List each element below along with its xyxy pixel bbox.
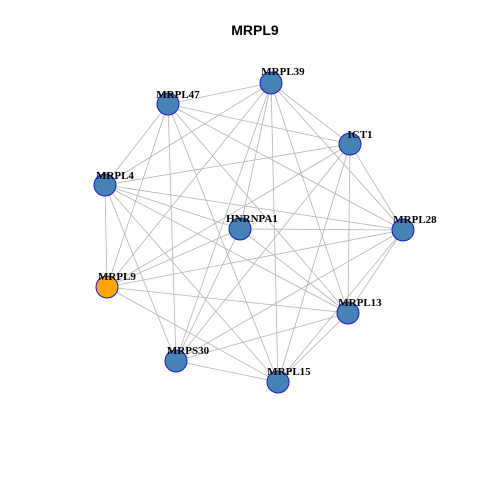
edge-mrpl39-mrpl15 (270, 82, 279, 383)
node-label: ICT1 (347, 129, 372, 141)
node-label: MRPL39 (261, 66, 305, 78)
edge-ict1-mrpl13 (347, 143, 351, 314)
node-label: HNRNPA1 (226, 213, 278, 225)
edge-mrpl28-mrpl13 (347, 229, 404, 314)
edge-ict1-mrpl15 (277, 143, 351, 383)
edge-hnrnpa1-mrps30 (175, 228, 241, 362)
edge-mrpl28-mrps30 (175, 229, 404, 362)
node-circle[interactable] (228, 217, 252, 241)
node-hnrnpa1[interactable]: HNRNPA1 (226, 213, 278, 241)
node-label: MRPL47 (156, 89, 200, 101)
edge-mrpl39-ict1 (270, 82, 351, 145)
node-ict1[interactable]: ICT1 (338, 129, 373, 156)
edge-mrpl4-mrpl9 (104, 184, 108, 288)
edge-mrpl47-mrpl28 (167, 103, 404, 231)
edge-mrpl39-mrpl47 (167, 82, 272, 105)
edge-hnrnpa1-mrpl13 (239, 228, 349, 314)
edge-ict1-mrpl9 (106, 143, 351, 288)
node-label: MRPL15 (267, 366, 311, 378)
edge-mrpl47-mrpl4 (104, 103, 169, 186)
node-label: MRPL28 (393, 214, 437, 226)
node-circle[interactable] (95, 275, 119, 299)
edge-mrpl9-mrpl13 (106, 286, 349, 314)
node-circle[interactable] (391, 218, 415, 242)
edge-mrpl4-mrps30 (104, 184, 177, 362)
edge-ict1-mrpl4 (104, 143, 351, 186)
edge-ict1-mrpl28 (349, 143, 404, 231)
edge-hnrnpa1-mrpl28 (239, 228, 404, 231)
edge-mrpl39-mrpl28 (270, 82, 404, 231)
edge-mrpl4-hnrnpa1 (104, 184, 241, 230)
node-circle[interactable] (266, 370, 290, 394)
edge-mrpl13-mrpl15 (277, 312, 349, 383)
edge-ict1-mrps30 (175, 143, 351, 362)
node-circle[interactable] (164, 349, 188, 373)
node-mrpl4[interactable]: MRPL4 (93, 170, 134, 197)
edge-hnrnpa1-mrpl9 (106, 228, 241, 288)
edge-mrps30-mrpl15 (175, 360, 279, 383)
edge-mrpl4-mrpl15 (104, 184, 279, 383)
edge-mrpl39-mrpl9 (106, 82, 272, 288)
edge-mrpl39-mrpl4 (104, 82, 272, 186)
edge-mrpl28-mrpl9 (106, 229, 404, 288)
node-mrpl28[interactable]: MRPL28 (391, 214, 437, 242)
node-label: MRPS30 (167, 345, 210, 357)
node-mrpl15[interactable]: MRPL15 (266, 366, 311, 394)
edge-mrpl9-mrpl15 (106, 286, 279, 383)
node-mrps30[interactable]: MRPS30 (164, 345, 210, 373)
node-circle[interactable] (336, 301, 360, 325)
edge-layer (104, 82, 404, 383)
edge-mrpl39-mrpl13 (270, 82, 349, 314)
node-circle[interactable] (338, 132, 362, 156)
edge-mrpl39-mrps30 (175, 82, 272, 362)
node-mrpl39[interactable]: MRPL39 (259, 66, 305, 95)
node-label: MRPL9 (98, 271, 136, 283)
edge-mrpl39-hnrnpa1 (239, 82, 272, 230)
node-label: MRPL13 (338, 297, 382, 309)
node-circle[interactable] (93, 173, 117, 197)
edge-mrpl4-mrpl28 (104, 184, 404, 231)
edge-mrpl47-mrps30 (167, 103, 177, 362)
node-mrpl9[interactable]: MRPL9 (95, 271, 136, 299)
node-circle[interactable] (259, 71, 283, 95)
graph-title: MRPL9 (231, 22, 279, 38)
node-mrpl47[interactable]: MRPL47 (156, 89, 200, 116)
node-circle[interactable] (156, 92, 180, 116)
edge-mrpl47-ict1 (167, 103, 351, 145)
edge-mrpl13-mrps30 (175, 312, 349, 362)
node-mrpl13[interactable]: MRPL13 (336, 297, 382, 325)
node-label: MRPL4 (96, 170, 134, 182)
edge-mrpl4-mrpl13 (104, 184, 349, 314)
edge-mrpl47-mrpl15 (167, 103, 279, 383)
